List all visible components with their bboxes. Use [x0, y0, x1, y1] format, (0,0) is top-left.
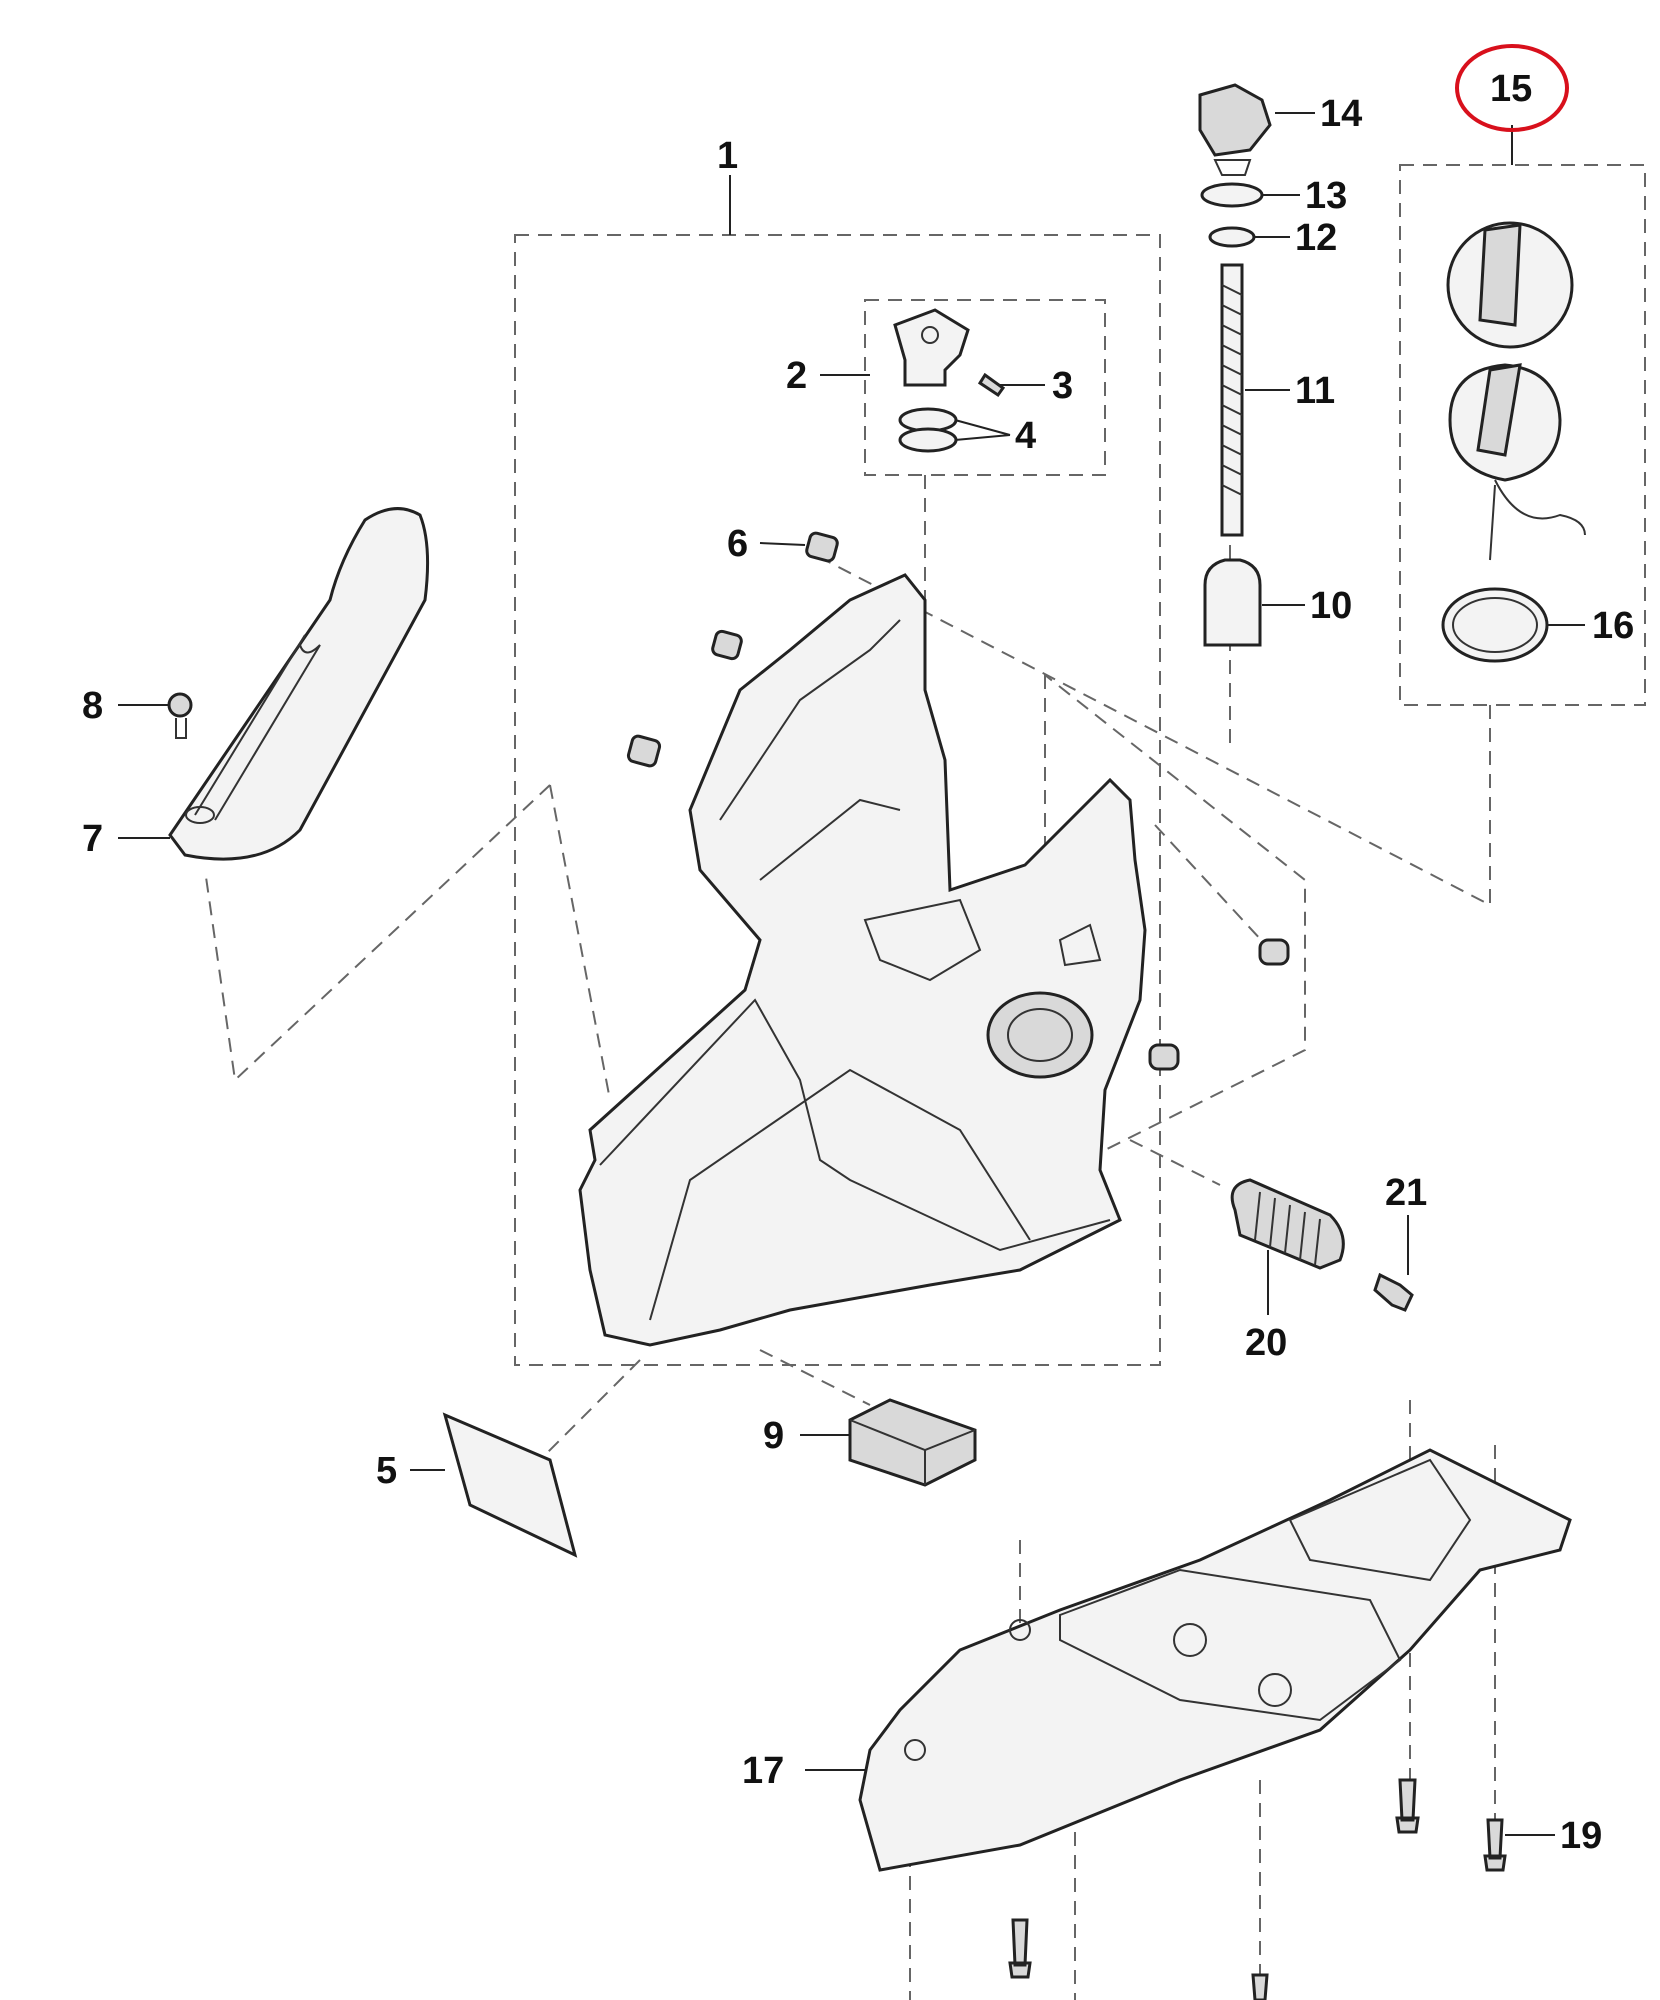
assembly-line — [204, 784, 611, 1101]
label-2: 2 — [786, 355, 807, 397]
assembly-line — [824, 559, 1491, 907]
label-5: 5 — [376, 1450, 397, 1492]
screw-part-3 — [977, 372, 1006, 398]
leader-4 — [954, 419, 1011, 441]
filter-part-10 — [1203, 558, 1262, 647]
label-14: 14 — [1320, 93, 1362, 135]
group-box-right-panel — [1044, 672, 1306, 1182]
leader-6 — [759, 542, 806, 546]
label-15: 15 — [1490, 68, 1532, 110]
label-20: 20 — [1245, 1322, 1287, 1364]
label-1: 1 — [717, 135, 738, 177]
bushing — [1148, 1043, 1180, 1071]
screw — [1251, 1973, 1269, 2000]
gasket-part-5 — [442, 1412, 578, 1558]
screw — [1483, 1818, 1507, 1872]
washer-part-12 — [1208, 226, 1256, 248]
label-9: 9 — [763, 1415, 784, 1457]
label-4: 4 — [1015, 415, 1036, 457]
tank-housing — [578, 573, 1147, 1347]
screw — [1008, 1918, 1032, 1979]
label-21: 21 — [1385, 1172, 1427, 1214]
screw-part-19 — [1395, 1778, 1420, 1834]
label-19: 19 — [1560, 1815, 1602, 1857]
o-ring-part-4b — [898, 427, 958, 453]
label-16: 16 — [1592, 605, 1634, 647]
label-7: 7 — [82, 818, 103, 860]
label-12: 12 — [1295, 217, 1337, 259]
cap-part-14 — [1198, 83, 1272, 157]
screw-part-8 — [167, 692, 193, 718]
assembly-line — [544, 1359, 641, 1456]
label-6: 6 — [727, 523, 748, 565]
label-3: 3 — [1052, 365, 1073, 407]
assembly-line — [759, 1349, 871, 1406]
highlight-circle-15 — [1455, 44, 1569, 132]
block-part-9 — [848, 1398, 977, 1487]
bushing-part-6 — [805, 531, 839, 563]
group-box-1 — [514, 234, 1161, 1366]
assembly-line — [1129, 1139, 1221, 1186]
label-10: 10 — [1310, 585, 1352, 627]
label-17: 17 — [742, 1750, 784, 1792]
seal-part-16 — [1441, 587, 1549, 663]
bushing — [626, 734, 662, 768]
group-box-2 — [864, 299, 1106, 476]
label-11: 11 — [1295, 370, 1335, 412]
bottom-plate-part-17 — [858, 1448, 1572, 1872]
filler-neck — [986, 991, 1094, 1079]
label-13: 13 — [1305, 175, 1347, 217]
washer-part-13 — [1200, 182, 1264, 208]
assembly-line — [1154, 824, 1276, 956]
handle-part-7 — [168, 507, 430, 861]
screw-part-21 — [1373, 1272, 1414, 1312]
bushing — [711, 629, 743, 661]
bushing — [1258, 938, 1290, 966]
fuel-fitting-part-2 — [893, 308, 970, 387]
group-box-15 — [1399, 164, 1646, 706]
label-8: 8 — [82, 685, 103, 727]
